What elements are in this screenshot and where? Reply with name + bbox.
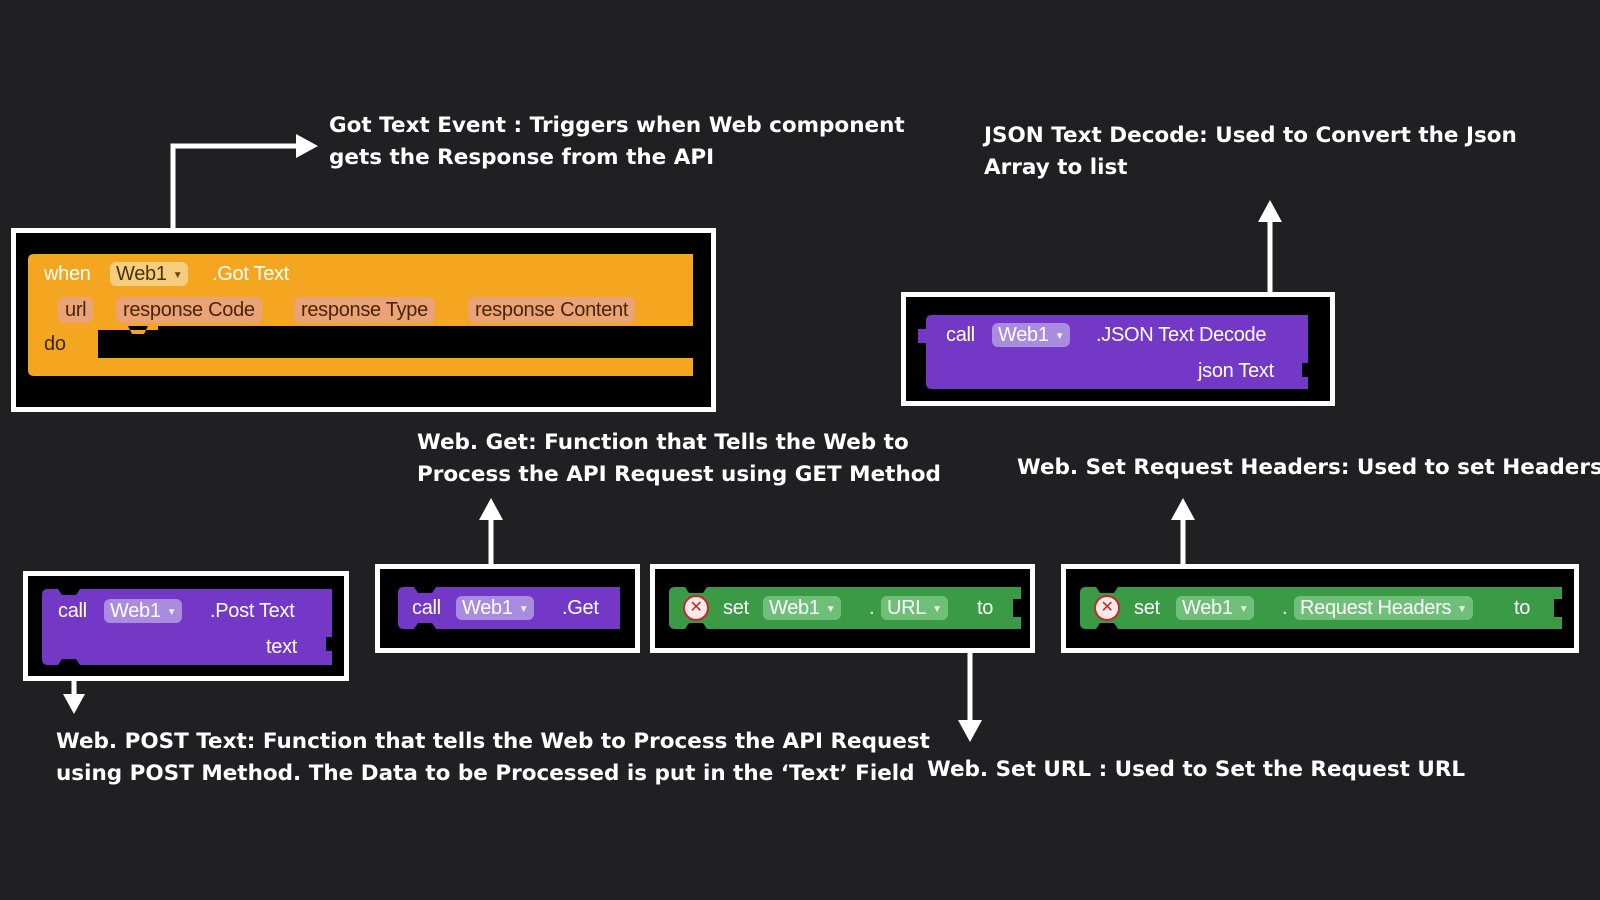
call-label: call <box>946 324 975 346</box>
arrow-got-text <box>170 143 298 230</box>
arg-label-json-text: json Text <box>1198 360 1274 382</box>
method-block-get[interactable]: call Web1▼ .Get <box>398 587 620 629</box>
component-dropdown[interactable]: Web1▼ <box>104 599 183 623</box>
chevron-down-icon: ▼ <box>932 604 942 615</box>
caption-got-text: Got Text Event : Triggers when Web compo… <box>329 113 905 170</box>
property-dropdown[interactable]: Request Headers▼ <box>1294 596 1473 620</box>
component-dropdown[interactable]: Web1▼ <box>992 323 1071 347</box>
component-dropdown[interactable]: Web1▼ <box>1176 596 1255 620</box>
chevron-down-icon: ▼ <box>166 607 177 618</box>
chevron-down-icon: ▼ <box>172 270 183 281</box>
to-label: to <box>1514 597 1531 619</box>
property-dropdown[interactable]: URL▼ <box>881 596 948 620</box>
setter-block-shape <box>669 587 1021 629</box>
chevron-down-icon: ▼ <box>1054 331 1065 342</box>
component-dropdown[interactable]: Web1▼ <box>456 596 535 620</box>
call-label: call <box>58 600 87 622</box>
component-dropdown[interactable]: Web1▼ <box>763 596 842 620</box>
event-block-got-text[interactable]: when Web1▼ .Got Text url response Code r… <box>28 254 693 376</box>
setter-block-url[interactable]: ✕ set Web1▼ . URL▼ to <box>669 587 1021 629</box>
method-name-label: .Get <box>562 597 599 619</box>
chevron-down-icon: ▼ <box>518 604 529 615</box>
frame-post-text: call Web1▼ .Post Text text <box>23 571 349 681</box>
to-label: to <box>977 597 994 619</box>
caption-set-url: Web. Set URL : Used to Set the Request U… <box>927 757 1466 782</box>
param-response-code[interactable]: response Code <box>116 297 262 323</box>
method-block-json-decode[interactable]: call Web1▼ .JSON Text Decode json Text <box>918 315 1308 389</box>
param-response-type[interactable]: response Type <box>294 297 435 323</box>
frame-set-url: ✕ set Web1▼ . URL▼ to <box>650 564 1035 653</box>
arg-label-text: text <box>266 636 298 658</box>
error-icon[interactable]: ✕ <box>683 595 709 621</box>
set-label: set <box>723 597 749 619</box>
do-label: do <box>44 333 66 355</box>
call-label: call <box>412 597 441 619</box>
frame-set-headers: ✕ set Web1▼ . Request Headers▼ to <box>1061 564 1579 653</box>
dot-label: . <box>1282 597 1288 619</box>
caption-post-text: Web. POST Text: Function that tells the … <box>56 729 930 786</box>
method-name-label: .Post Text <box>210 600 295 622</box>
set-label: set <box>1134 597 1160 619</box>
frame-json-decode: call Web1▼ .JSON Text Decode json Text <box>901 292 1335 406</box>
component-dropdown[interactable]: Web1▼ <box>110 262 189 286</box>
frame-got-text: when Web1▼ .Got Text url response Code r… <box>11 228 716 412</box>
method-name-label: .JSON Text Decode <box>1096 324 1267 346</box>
caption-json-decode: JSON Text Decode: Used to Convert the Js… <box>984 123 1517 180</box>
setter-block-request-headers[interactable]: ✕ set Web1▼ . Request Headers▼ to <box>1080 587 1562 629</box>
dot-label: . <box>869 597 875 619</box>
param-response-content[interactable]: response Content <box>468 297 636 323</box>
param-url[interactable]: url <box>58 297 94 323</box>
caption-web-get: Web. Get: Function that Tells the Web to… <box>417 430 941 487</box>
event-name-label: .Got Text <box>212 263 289 285</box>
method-block-post-text[interactable]: call Web1▼ .Post Text text <box>42 589 332 665</box>
error-icon[interactable]: ✕ <box>1094 595 1120 621</box>
caption-set-headers: Web. Set Request Headers: Used to set He… <box>1017 455 1600 480</box>
when-label: when <box>44 263 91 285</box>
chevron-down-icon: ▼ <box>1457 604 1467 615</box>
chevron-down-icon: ▼ <box>825 604 836 615</box>
chevron-down-icon: ▼ <box>1238 604 1249 615</box>
frame-get: call Web1▼ .Get <box>375 564 640 653</box>
